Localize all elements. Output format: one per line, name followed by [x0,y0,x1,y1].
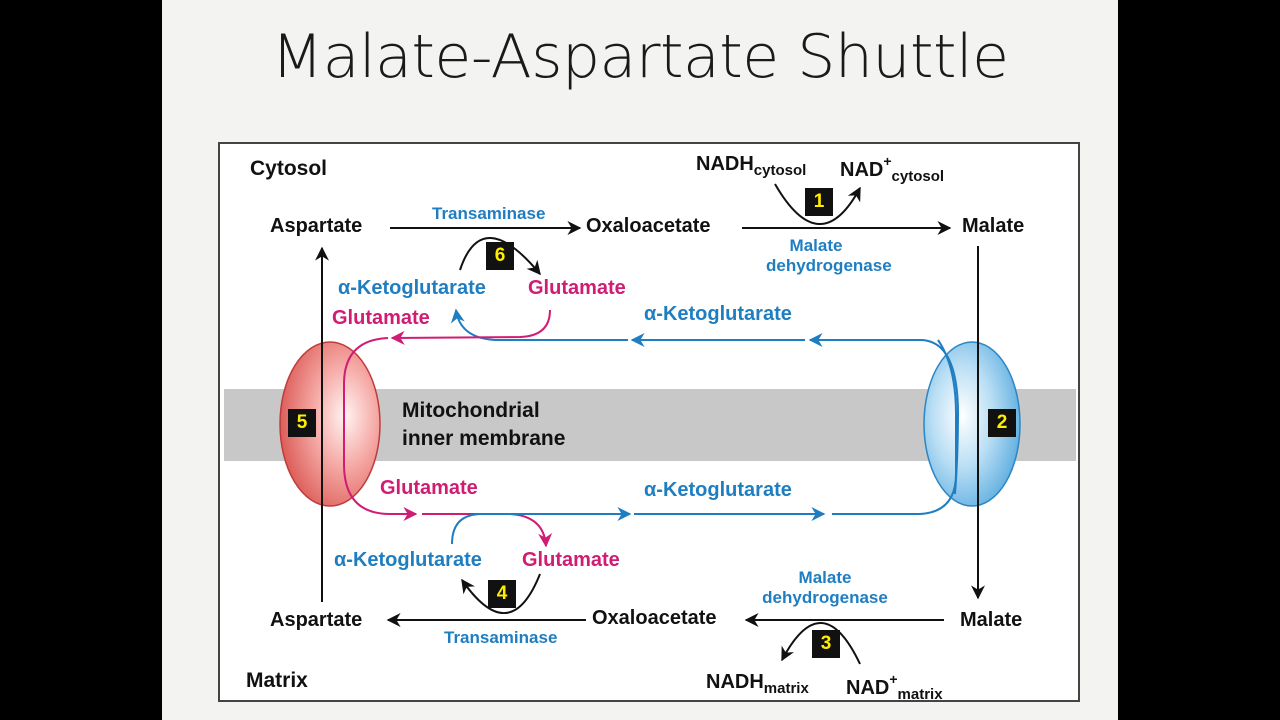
path-ketoglutarate-matrix-start [451,507,632,545]
matrix-malate-dehydrogenase: Malate dehydrogenase [750,568,900,609]
cytosol-glutamate-transport: Glutamate [332,307,430,329]
membrane-label-line2: inner membrane [402,427,566,450]
nad-subscript: cytosol [891,168,945,185]
cytosol-label: Cytosol [250,157,328,180]
nad-text: NAD [840,159,884,181]
transamination-arc-6 [459,237,541,276]
matrix-glutamate-transport: Glutamate [380,477,478,499]
cytosol-mdh-line2: dehydrogenase [766,256,892,276]
matrix-nadh-text: NADH [706,671,764,693]
step-1-badge: 1 [805,188,833,216]
matrix-nadh: NADHmatrix [706,672,809,696]
matrix-nadh-subscript: matrix [763,680,809,697]
matrix-oxaloacetate: Oxaloacetate [592,607,717,629]
step-5-badge: 5 [288,409,316,437]
cytosol-mdh-line1: Malate [789,236,843,255]
transporter-5-glutamate-aspartate [279,341,381,507]
matrix-a-ketoglutarate-transport: α-Ketoglutarate [644,479,792,501]
slide-title: Malate-Aspartate Shuttle [271,22,1009,92]
cytosol-malate: Malate [962,215,1025,237]
matrix-nad: NAD+matrix [846,672,943,702]
cytosol-nadh: NADHcytosol [696,154,806,178]
cytosol-oxaloacetate: Oxaloacetate [586,215,711,237]
path-ketoglutarate-import [832,339,957,515]
nad-superscript: + [883,153,892,169]
nadh-subscript: cytosol [753,162,807,179]
cofactor-arc-1 [774,183,861,225]
step-4-badge: 4 [488,580,516,608]
matrix-malate: Malate [960,609,1023,631]
path-glutamate-cytosol-in [390,309,551,345]
matrix-mdh-line2: dehydrogenase [762,588,888,608]
cytosol-aspartate: Aspartate [270,215,363,237]
matrix-mdh-line1: Malate [798,568,852,587]
matrix-transaminase: Transaminase [444,628,558,647]
cytosol-glutamate: Glutamate [528,277,626,299]
matrix-nad-superscript: + [889,671,898,687]
path-ketoglutarate-cytosol-end [450,308,628,341]
matrix-a-ketoglutarate: α-Ketoglutarate [334,549,482,571]
matrix-nad-text: NAD [846,677,890,699]
matrix-glutamate: Glutamate [522,549,620,571]
shuttle-diagram: Cytosol Matrix Mitochondrial inner membr… [218,142,1080,702]
cytosol-transaminase: Transaminase [432,204,546,223]
nadh-text: NADH [696,153,754,175]
path-glutamate-through-transporter-5 [343,337,418,521]
membrane-label-line1: Mitochondrial [402,399,540,422]
step-2-badge: 2 [988,409,1016,437]
step-6-badge: 6 [486,242,514,270]
cytosol-malate-dehydrogenase: Malate dehydrogenase [766,236,892,277]
step-3-badge: 3 [812,630,840,658]
matrix-nad-subscript: matrix [897,686,943,703]
cytosol-a-ketoglutarate: α-Ketoglutarate [338,277,486,299]
cofactor-arc-3 [781,622,861,665]
matrix-aspartate: Aspartate [270,609,363,631]
matrix-label: Matrix [246,669,308,692]
cytosol-a-ketoglutarate-transport: α-Ketoglutarate [644,303,792,325]
cytosol-nad: NAD+cytosol [840,154,944,184]
transamination-arc-4 [461,573,541,614]
path-glutamate-matrix [422,513,553,548]
transporter-2-malate-ketoglutarate [923,341,1021,507]
diagram-graphics [224,183,1076,665]
